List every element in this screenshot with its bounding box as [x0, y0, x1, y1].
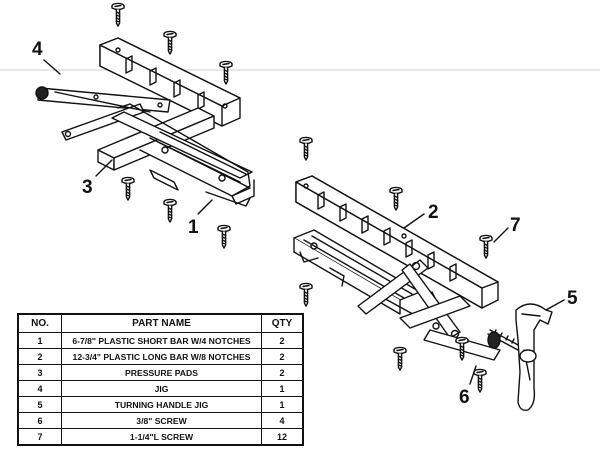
- row-part-name: TURNING HANDLE JIG: [61, 396, 262, 413]
- row-part-name: 1-1/4"L SCREW: [61, 428, 262, 446]
- screw-icon: [393, 346, 407, 371]
- screw-icon: [389, 186, 403, 211]
- row-part-name: 12-3/4" PLASTIC LONG BAR W/8 NOTCHES: [61, 348, 262, 365]
- leader-5: [545, 299, 565, 311]
- leader-2: [403, 213, 425, 229]
- row-part-name: 3/8" SCREW: [61, 412, 262, 429]
- parts-table: NO. PART NAME QTY 1 6-7/8" PLASTIC SHORT…: [17, 313, 304, 446]
- screw-icon: [121, 176, 135, 201]
- screw-icon: [111, 2, 125, 27]
- row-no: 3: [17, 364, 62, 381]
- table-row: 1 6-7/8" PLASTIC SHORT BAR W/4 NOTCHES 2: [17, 332, 304, 349]
- screw-icon: [299, 136, 313, 161]
- row-no: 1: [17, 332, 62, 349]
- screw-icon: [163, 30, 177, 55]
- row-no: 6: [17, 412, 62, 429]
- row-qty: 2: [261, 348, 304, 365]
- notched-bar-icon: [295, 175, 499, 309]
- row-qty: 2: [261, 332, 304, 349]
- row-part-name: PRESSURE PADS: [61, 364, 262, 381]
- threaded-rod: [487, 329, 521, 351]
- row-qty: 4: [261, 412, 304, 429]
- right-assembly: [293, 136, 565, 412]
- jig-frame: [111, 103, 255, 207]
- row-qty: 1: [261, 396, 304, 413]
- leader-6: [469, 365, 477, 385]
- row-qty: 1: [261, 380, 304, 397]
- header-no: NO.: [17, 313, 62, 333]
- header-qty: QTY: [261, 313, 304, 333]
- row-qty: 12: [261, 428, 304, 446]
- screw-icon: [473, 368, 487, 393]
- callout-1: 1: [188, 217, 199, 238]
- row-no: 5: [17, 396, 62, 413]
- table-row: 3 PRESSURE PADS 2: [17, 364, 304, 381]
- leader-1: [197, 199, 213, 215]
- header-part-name: PART NAME: [61, 313, 262, 333]
- table-row: 5 TURNING HANDLE JIG 1: [17, 396, 304, 413]
- table-row: 7 1-1/4"L SCREW 12: [17, 428, 304, 446]
- leader-7: [493, 227, 509, 243]
- table-row: 4 JIG 1: [17, 380, 304, 397]
- callout-2: 2: [428, 202, 439, 223]
- left-assembly: [35, 2, 255, 249]
- table-row: 6 3/8" SCREW 4: [17, 412, 304, 429]
- row-no: 4: [17, 380, 62, 397]
- notched-bar-icon: [99, 37, 241, 127]
- row-no: 2: [17, 348, 62, 365]
- screw-icon: [217, 224, 231, 249]
- screw-icon: [163, 198, 177, 223]
- leader-3: [95, 159, 113, 177]
- screw-icon: [479, 234, 493, 259]
- screw-icon: [299, 282, 313, 307]
- row-part-name: JIG: [61, 380, 262, 397]
- callout-4: 4: [32, 39, 43, 60]
- row-no: 7: [17, 428, 62, 446]
- row-part-name: 6-7/8" PLASTIC SHORT BAR W/4 NOTCHES: [61, 332, 262, 349]
- callout-3: 3: [82, 177, 93, 198]
- callout-5: 5: [567, 288, 578, 309]
- table-row: 2 12-3/4" PLASTIC LONG BAR W/8 NOTCHES 2: [17, 348, 304, 365]
- parts-table-header: NO. PART NAME QTY: [17, 313, 304, 333]
- turning-handle-icon: [515, 303, 553, 412]
- leader-4: [43, 59, 61, 75]
- callout-7: 7: [510, 215, 521, 236]
- row-qty: 2: [261, 364, 304, 381]
- callout-6: 6: [459, 387, 470, 408]
- screw-icon: [219, 60, 233, 85]
